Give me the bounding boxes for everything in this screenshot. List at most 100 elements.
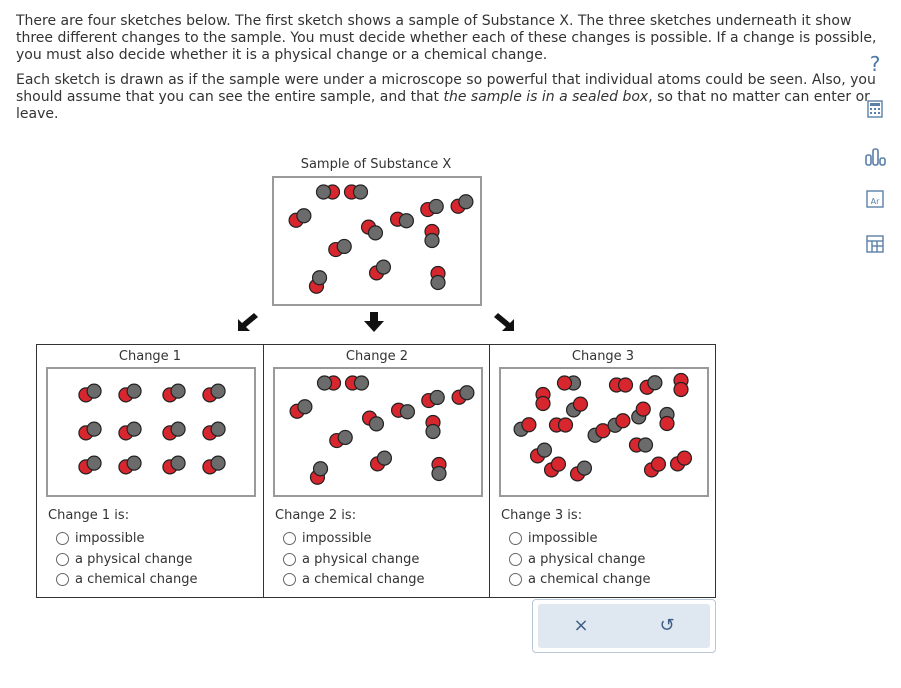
gray-atom (647, 375, 663, 391)
change-1-title: Change 1 (118, 349, 182, 364)
bar-chart-icon[interactable] (863, 145, 887, 169)
gray-atom (430, 274, 446, 291)
change-3-question: Change 3 is: (501, 508, 583, 523)
red-atom (659, 415, 675, 432)
instructions-emphasis: the sample is in a sealed box (443, 89, 649, 105)
option-label: a chemical change (528, 572, 651, 587)
gray-atom (126, 383, 142, 399)
radio-button[interactable] (283, 553, 296, 566)
change-3-sketch (499, 367, 709, 497)
change-3-title: Change 3 (571, 349, 635, 364)
arrow-down-icon (364, 312, 384, 332)
radio-button[interactable] (509, 532, 522, 545)
red-atom (676, 450, 693, 466)
gray-atom (210, 383, 226, 399)
gray-atom (425, 423, 441, 440)
instructions-text: Each sketch is drawn as if the sample we… (16, 72, 876, 105)
radio-button[interactable] (56, 532, 69, 545)
option-label: impossible (528, 531, 598, 546)
option-label: impossible (75, 531, 145, 546)
gray-atom (424, 232, 440, 249)
action-bar: × ↺ (532, 599, 716, 653)
change-3-option-impossible[interactable]: impossible (509, 531, 598, 546)
radio-button[interactable] (283, 532, 296, 545)
red-atom (521, 417, 537, 433)
gray-atom (336, 238, 352, 255)
gray-atom (311, 270, 328, 286)
change-1-panel: Change 1 Change 1 is: impossible a physi… (37, 345, 263, 597)
red-atom (556, 375, 573, 391)
sample-title: Sample of Substance X (300, 157, 452, 172)
change-2-option-physical[interactable]: a physical change (283, 552, 419, 567)
gray-atom (126, 421, 142, 437)
gray-atom (576, 460, 593, 476)
change-1-option-physical[interactable]: a physical change (56, 552, 192, 567)
gray-atom (210, 455, 226, 471)
periodic-symbol: Ar (870, 197, 880, 206)
radio-button[interactable] (56, 553, 69, 566)
clear-button[interactable]: × (573, 615, 589, 636)
change-1-option-impossible[interactable]: impossible (56, 531, 145, 546)
gray-atom (368, 416, 385, 432)
change-2-option-chemical[interactable]: a chemical change (283, 572, 424, 587)
help-button[interactable]: ? (869, 52, 881, 76)
red-atom (557, 417, 574, 433)
instructions: There are four sketches below. The first… (16, 13, 886, 131)
gray-atom (170, 421, 186, 437)
gray-atom (458, 194, 474, 210)
gray-atom (337, 429, 353, 446)
change-2-panel: Change 2 Change 2 is: impossible a physi… (263, 345, 490, 597)
calculator-icon[interactable] (863, 99, 887, 123)
gray-atom (536, 442, 553, 458)
sample-sketch (272, 176, 482, 306)
gray-atom (376, 450, 393, 466)
radio-button[interactable] (283, 573, 296, 586)
instructions-paragraph-2: Each sketch is drawn as if the sample we… (16, 72, 886, 123)
change-3-option-chemical[interactable]: a chemical change (509, 572, 650, 587)
change-1-option-chemical[interactable]: a chemical change (56, 572, 197, 587)
gray-atom (86, 455, 102, 471)
gray-atom (459, 385, 475, 401)
change-1-question: Change 1 is: (48, 508, 130, 523)
arrow-down-left-icon (238, 313, 258, 331)
changes-table: Change 1 Change 1 is: impossible a physi… (36, 344, 716, 598)
data-table-icon[interactable] (863, 234, 887, 258)
gray-atom (315, 184, 332, 200)
option-label: a physical change (302, 552, 420, 567)
gray-atom (170, 455, 186, 471)
radio-button[interactable] (56, 573, 69, 586)
periodic-table-icon[interactable]: Ar (863, 189, 887, 213)
red-atom (617, 377, 634, 393)
change-2-option-impossible[interactable]: impossible (283, 531, 372, 546)
option-label: a physical change (75, 552, 193, 567)
gray-atom (637, 437, 654, 453)
instructions-paragraph-1: There are four sketches below. The first… (16, 13, 877, 63)
gray-atom (399, 404, 416, 420)
gray-atom (316, 375, 333, 391)
option-label: a chemical change (302, 572, 425, 587)
radio-button[interactable] (509, 573, 522, 586)
gray-atom (297, 399, 313, 415)
red-atom (535, 395, 551, 412)
radio-button[interactable] (509, 553, 522, 566)
change-2-sketch (273, 367, 483, 497)
gray-atom (126, 455, 142, 471)
option-label: a physical change (528, 552, 646, 567)
action-bar-inner: × ↺ (538, 604, 710, 648)
red-atom (635, 401, 651, 417)
gray-atom (86, 421, 102, 437)
undo-button[interactable]: ↺ (659, 615, 675, 636)
change-2-title: Change 2 (345, 349, 409, 364)
gray-atom (312, 461, 329, 477)
instructions-text-end: , so that no matter can enter or leave. (16, 89, 870, 122)
option-label: impossible (302, 531, 372, 546)
red-atom (650, 456, 667, 472)
gray-atom (429, 389, 445, 406)
gray-atom (398, 213, 415, 229)
red-atom (550, 456, 567, 472)
change-2-question: Change 2 is: (275, 508, 357, 523)
red-atom (615, 413, 631, 429)
gray-atom (431, 465, 447, 482)
change-3-option-physical[interactable]: a physical change (509, 552, 645, 567)
change-1-sketch (46, 367, 256, 497)
